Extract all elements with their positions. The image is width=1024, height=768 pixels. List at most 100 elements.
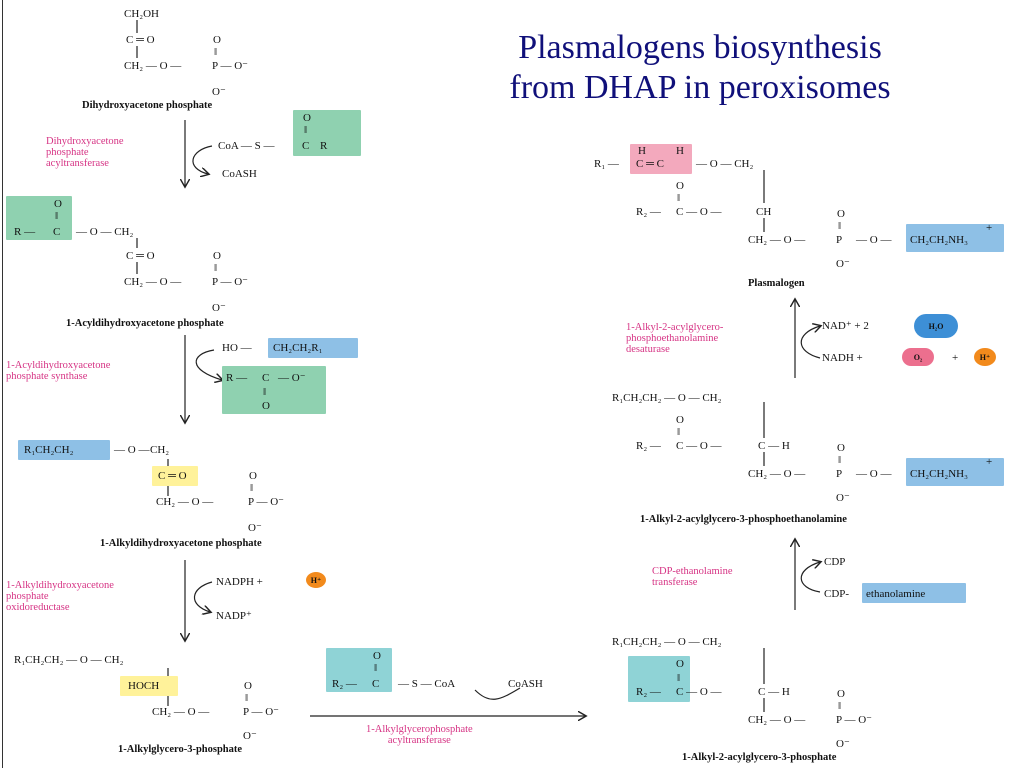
alkyldhap-p-dbl: ‖	[250, 482, 254, 494]
alkyldhap-p: P — O⁻	[248, 496, 284, 508]
dhap-ch2oh: CH₂OH	[124, 8, 160, 20]
acyldhap-p-ominus: O⁻	[212, 302, 226, 314]
pa-p-o: O	[837, 688, 845, 700]
acid-dbl: ‖	[263, 386, 267, 398]
acyl-group-highlight	[6, 196, 72, 240]
alkylg3p-ch2o: CH₂ — O —	[152, 706, 210, 718]
alkylg3p-p-o: O	[244, 680, 252, 692]
enzyme-2-label: 1-Acyldihydroxyacetone phosphate synthas…	[6, 360, 111, 382]
reagent-cdp-dash: CDP-	[824, 588, 850, 600]
acyldhap-r: R —	[14, 226, 36, 238]
plas-p: P	[836, 234, 843, 246]
pe-p-o2: — O —	[856, 468, 892, 480]
pe-ch2o: CH₂ — O —	[748, 468, 806, 480]
plas-ch2o: CH₂ — O —	[748, 234, 806, 246]
acylcoa2-o: O	[373, 650, 381, 662]
reagent-plus: +	[952, 352, 959, 364]
acyldhap-och2: — O — CH₂	[76, 226, 134, 238]
dhap-p-dbl: ‖	[214, 46, 218, 58]
alkyldhap-r1: R₁CH₂CH₂	[24, 444, 74, 456]
alkyldhap-p-o: O	[249, 470, 257, 482]
plas-etn-plus: +	[986, 222, 993, 234]
pe-p-o: O	[837, 442, 845, 454]
curve-step-3	[193, 581, 212, 612]
pe-r2: R₂ —	[636, 440, 661, 452]
alkyldhap-p-ominus: O⁻	[248, 522, 262, 534]
enzyme-4-label: 1-Alkylglycerophosphate acyltransferase	[366, 724, 473, 746]
curve-step-5	[800, 562, 820, 593]
ethanolamine-highlight-1	[906, 224, 1004, 252]
acyldhap-dbl: ‖	[55, 210, 59, 222]
h-plus-badge-2: H⁺	[974, 348, 996, 366]
plas-dbl: ‖	[677, 192, 681, 204]
pa-ch: C — H	[758, 686, 790, 698]
curve-step-4	[474, 687, 521, 700]
ethanolamine-highlight-2	[906, 458, 1004, 486]
pe-p-ominus: O⁻	[836, 492, 850, 504]
plas-cc: C ═ C	[636, 158, 664, 170]
left-border	[2, 0, 3, 768]
plas-co: C — O —	[676, 206, 722, 218]
compound-plasmalogen-label: Plasmalogen	[748, 278, 805, 289]
acyldhap-o: O	[54, 198, 62, 210]
compound-alkylacylpe-label: 1-Alkyl-2-acylglycero-3-phosphoethanolam…	[640, 514, 847, 525]
pe-p: P	[836, 468, 843, 480]
pa-o: O	[676, 658, 684, 670]
dhap-co: C ═ O	[126, 34, 155, 46]
reagent-nadph: NADPH +	[216, 576, 263, 588]
compound-alkyldhap-label: 1-Alkyldihydroxyacetone phosphate	[100, 538, 262, 549]
curve-step-2	[195, 349, 222, 380]
pe-etn: CH₂CH₂NH₃	[910, 468, 968, 480]
title-line-2: from DHAP in peroxisomes	[509, 69, 891, 106]
plas-p-dbl: ‖	[838, 220, 842, 232]
compound-dhap-label: Dihydroxyacetone phosphate	[82, 100, 213, 111]
pa-ch2o: CH₂ — O —	[748, 714, 806, 726]
title-line-1: Plasmalogens biosynthesis	[518, 29, 882, 66]
pa-r1-chain: R₁CH₂CH₂ — O — CH₂	[612, 636, 722, 648]
acyl-r: R	[320, 140, 328, 152]
pa-p-ominus: O⁻	[836, 738, 850, 750]
pe-r1-chain: R₁CH₂CH₂ — O — CH₂	[612, 392, 722, 404]
pe-ch: C — H	[758, 440, 790, 452]
plas-o: O	[676, 180, 684, 192]
acyldhap-co: C ═ O	[126, 250, 155, 262]
pa-p-dbl: ‖	[838, 700, 842, 712]
reagent-ch2ch2r1: CH₂CH₂R₁	[273, 342, 323, 354]
enzyme-3-label: 1-Alkyldihydroxyacetone phosphate oxidor…	[6, 580, 114, 613]
curve-step-6	[800, 326, 820, 359]
pa-r2: R₂ —	[636, 686, 661, 698]
compound-acyldhap-label: 1-Acyldihydroxyacetone phosphate	[66, 318, 224, 329]
pa-dbl: ‖	[677, 672, 681, 684]
enzyme-6-label: 1-Alkyl-2-acylglycero- phosphoethanolami…	[626, 322, 724, 355]
alkyldhap-ch2: CH₂	[150, 444, 170, 456]
enzyme-1-label: Dihydroxyacetone phosphate acyltransfera…	[46, 136, 124, 169]
h2o-badge: H₂O	[914, 314, 958, 338]
plas-h1: H	[638, 145, 646, 157]
reagent-ho: HO —	[222, 342, 252, 354]
alkyl-group-highlight	[18, 440, 110, 460]
alkylg3p-p-dbl: ‖	[245, 692, 249, 704]
ethanolamine-highlight-3	[862, 583, 966, 603]
acylcoa2-dbl: ‖	[374, 662, 378, 674]
plas-p-o2: — O —	[856, 234, 892, 246]
acyl-o: O	[303, 112, 311, 124]
pe-co: C — O —	[676, 440, 722, 452]
dhap-p: P — O⁻	[212, 60, 248, 72]
plas-p-ominus: O⁻	[836, 258, 850, 270]
acyl-2-highlight	[628, 656, 690, 702]
pa-p: P — O⁻	[836, 714, 872, 726]
reagent-nadh: NADH +	[822, 352, 863, 364]
alkyldhap-co: C ═ O	[158, 470, 187, 482]
acid-o2: O	[262, 400, 270, 412]
plas-och2: — O — CH₂	[696, 158, 754, 170]
keto-highlight	[152, 466, 198, 486]
compound-alkylacylpa-label: 1-Alkyl-2-acylglycero-3-phosphate	[682, 752, 837, 763]
dhap-p-o: O	[213, 34, 221, 46]
enzyme-5-label: CDP-ethanolamine transferase	[652, 566, 733, 588]
pe-dbl: ‖	[677, 426, 681, 438]
o2-badge: O₂	[902, 348, 934, 366]
pe-etn-plus: +	[986, 456, 993, 468]
hydroxyl-highlight	[120, 676, 178, 696]
